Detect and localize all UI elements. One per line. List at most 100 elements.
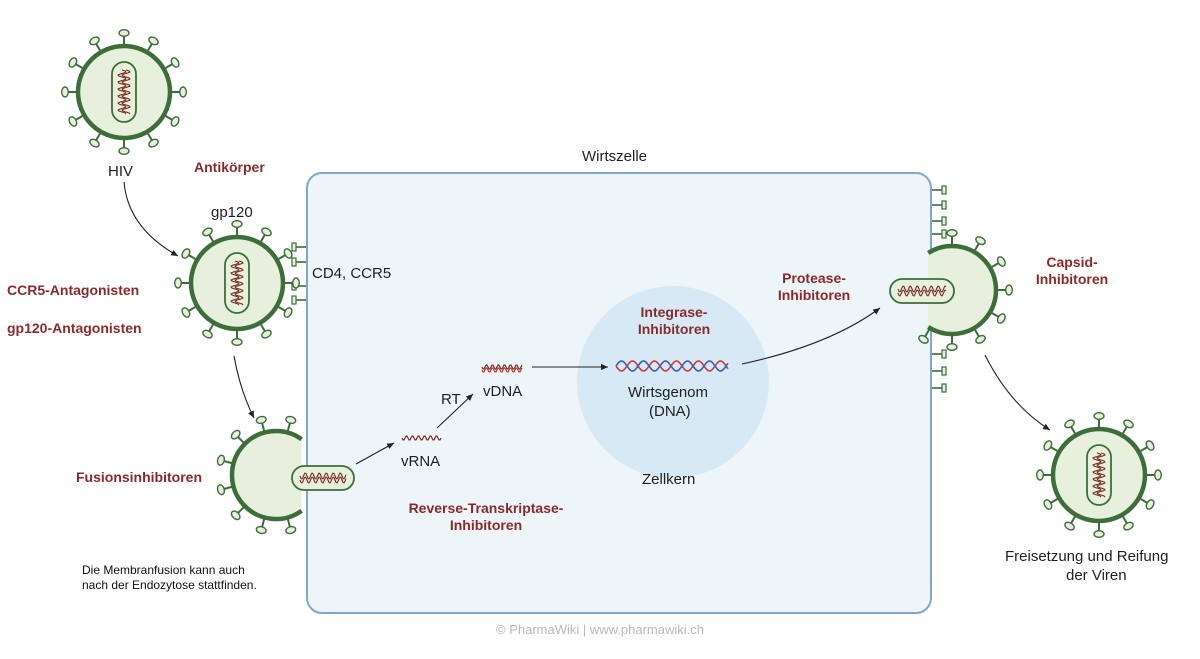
capsid-entering [291,465,355,491]
drug-gp120-antagonists: gp120-Antagonisten [7,320,142,336]
gp120-spike-head [1145,440,1155,451]
membrane-fusion-note-line2: nach der Endozytose stattfinden. [82,578,257,592]
receptor-head [941,200,947,210]
hiv-virion [60,29,188,156]
drug-capsid-inhibitors: Capsid- Inhibitoren [1024,254,1120,288]
gp120-spike-head [1004,284,1013,296]
receptor-head [941,216,947,226]
release-label-2: der Viren [1066,567,1127,584]
receptor-head [941,366,947,376]
viral-rna [230,260,240,306]
gp120-spike-head [216,484,226,496]
host-genome-dna-label: (DNA) [649,403,691,420]
membrane-fusion-note: Die Membranfusion kann auch nach der End… [82,563,257,593]
host-cell-label: Wirtszelle [582,148,648,165]
gp120-spike-head [230,510,241,521]
host-genome-label: Wirtsgenom [628,384,709,401]
capsid-assembling [889,278,955,304]
gp120-spike-head [996,313,1006,324]
gp120-spike-head [68,116,78,127]
vrna-label: vRNA [401,453,441,470]
copyright: © PharmaWiki | www.pharmawiki.ch [496,622,704,637]
receptor-head [291,295,297,305]
gp120-spike-head [255,415,267,425]
budding-virion [918,228,1013,351]
drug-antibodies: Antikörper [194,159,265,175]
gp120-spike-head [975,334,986,344]
drug-protease-inhibitors: Protease- Inhibitoren [768,270,860,304]
rt-label: RT [441,391,461,408]
gp120-spike-head [202,329,213,339]
host-dna-strand-blue [615,360,729,372]
gp120-spike-head [148,138,159,148]
drug-integrase-inhibitors: Integrase- Inhibitoren [622,304,726,338]
nucleus-label: Zellkern [642,471,696,488]
gp120-spike-head [1043,499,1053,510]
gp120-spike-head [1145,499,1155,510]
arrow-attachment-to-fusion [233,355,255,419]
gp120-spike-head [1153,469,1162,481]
gp120-spike-head [1093,412,1105,421]
vdna-label: vDNA [483,383,523,400]
receptor-head [941,349,947,359]
gp120-spike-head [230,429,241,440]
membrane-fusion-note-line1: Die Membranfusion kann auch [82,563,245,577]
gp120-spike-head [118,29,130,38]
viral-rna [299,472,347,480]
gp120-spike-head [148,36,159,46]
gp120-spike-head [1064,419,1075,429]
gp120-spike-head [60,86,69,98]
vdna-strand-a [481,364,523,370]
gp120-spike-head [216,454,226,466]
viral-rna [897,285,947,293]
gp120-spike-head [174,277,183,289]
gp120-spike-head [283,307,293,318]
arrow-capsid-to-vrna [355,442,395,465]
gp120-spike-head [285,525,297,535]
gp120-spike-head [946,342,958,351]
released-virion [1036,412,1162,538]
drug-ccr5-antagonists: CCR5-Antagonisten [7,282,140,298]
gp120-spike-head [231,219,243,228]
receptor-head [941,383,947,393]
gp120-spike-head [89,36,100,46]
gp120-spike-head [179,86,188,98]
host-dna-strand-red [615,360,729,372]
arrow-budding-to-release [984,354,1051,431]
gp120-spike-head [1123,419,1134,429]
viral-rna [299,476,347,484]
viral-rna [897,289,947,297]
viral-rna [1092,452,1102,498]
drug-rt-inhibitors-line1: Reverse-Transkriptase- [408,500,564,516]
cd4-ccr5-receptors [291,242,306,305]
vdna-strand-b [481,367,523,373]
gp120-spike-head [946,228,958,237]
receptor-head [941,185,947,195]
arrow-hiv-to-attachment [123,181,179,257]
viral-rna [234,260,244,306]
drug-protease-inhibitors-line2: Inhibitoren [777,287,851,303]
budding-envelope [927,243,999,337]
gp120-spike-head [1043,440,1053,451]
receptor-head [291,242,297,252]
gp120-spike-head [285,415,297,425]
drug-protease-inhibitors-line1: Protease- [782,270,846,286]
gp120-label: gp120 [211,204,253,221]
gp120-spike-head [283,248,293,259]
gp120-spike-head [1093,529,1105,538]
gp120-spike-head [261,227,272,237]
cell-nucleus [577,286,769,478]
receptors-label: CD4, CCR5 [312,265,392,282]
drug-integrase-inhibitors-line2: Inhibitoren [637,321,711,337]
gp120-spike-head [170,57,180,68]
gp120-spike-head [231,337,243,346]
drug-capsid-inhibitors-line2: Inhibitoren [1035,271,1109,287]
drug-rt-inhibitors: Reverse-Transkriptase- Inhibitoren [398,500,574,534]
arrow-genome-to-budding [741,307,881,365]
drug-capsid-inhibitors-line1: Capsid- [1046,254,1098,270]
viral-rna [121,69,131,115]
gp120-spike-head [261,329,272,339]
gp120-spike-head [181,248,191,259]
gp120-spike-head [255,525,267,535]
